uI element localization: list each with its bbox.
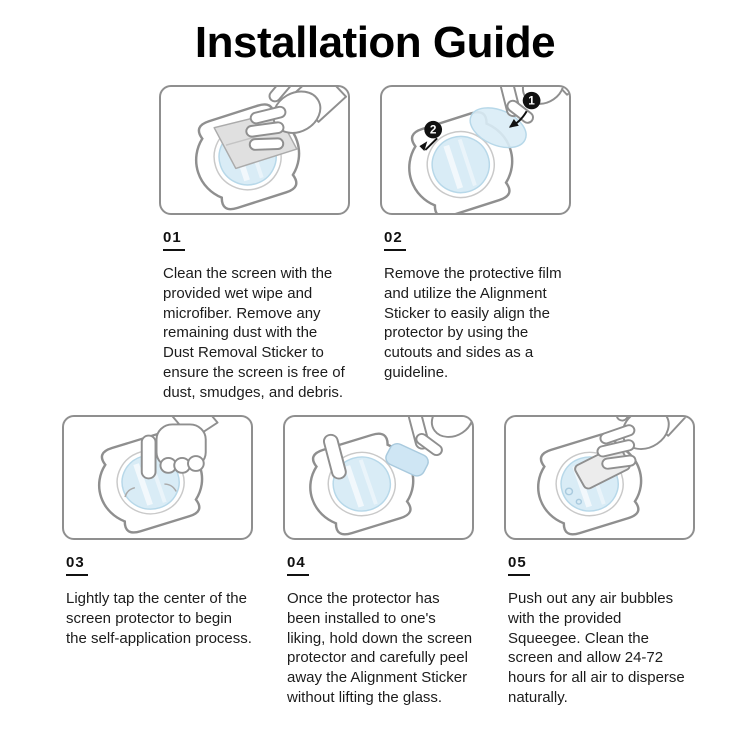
step-03-description: Lightly tap the center of the screen pro… (66, 590, 252, 647)
step-02: 1 2 02 Remove the protective film and ut… (380, 85, 571, 403)
step-05-number-label: 05 (508, 554, 530, 576)
illustration-step-04 (283, 415, 474, 540)
step-04-description: Once the protector has been installed to… (287, 590, 473, 706)
step-03: 03 Lightly tap the center of the screen … (62, 415, 253, 708)
hand-peeling-sticker-icon (406, 417, 472, 459)
step-03-number-label: 03 (66, 554, 88, 576)
steps-row-2: 03 Lightly tap the center of the screen … (62, 415, 695, 708)
step-05: 05 Push out any air bubbles with the pro… (504, 415, 695, 708)
illustration-step-02: 1 2 (380, 85, 571, 215)
illustration-step-03 (62, 415, 253, 540)
alignment-sticker-icon (385, 443, 429, 477)
badge-2-number: 2 (430, 124, 437, 137)
arrow-2-icon (424, 137, 438, 151)
illustration-step-05 (504, 415, 695, 540)
step-05-description: Push out any air bubbles with the provid… (508, 590, 685, 706)
step-05-number: 05 (508, 554, 695, 576)
tap-motion-lines (124, 483, 177, 498)
step-04-number-label: 04 (287, 554, 309, 576)
protective-film-icon (469, 107, 527, 149)
watch-protector-shape (298, 427, 425, 538)
hand-squeegee-icon (589, 417, 693, 471)
step-01: 01 Clean the screen with the provided we… (159, 85, 350, 403)
badge-1-number: 1 (528, 95, 535, 108)
badge-1-circle (522, 91, 541, 110)
air-bubble-icon (575, 498, 583, 505)
step-04-number: 04 (287, 554, 474, 576)
air-bubble-icon (564, 487, 574, 496)
steps-row-1: 01 Clean the screen with the provided we… (159, 85, 571, 403)
page-title: Installation Guide (194, 18, 556, 67)
illustration-step-01 (159, 85, 350, 215)
step-01-number-label: 01 (163, 229, 185, 251)
step-02-number: 02 (384, 229, 571, 251)
step-02-description: Remove the protective film and utilize t… (384, 265, 562, 381)
step-04: 04 Once the protector has been installed… (283, 415, 474, 708)
step-02-number-label: 02 (384, 229, 406, 251)
step-03-number: 03 (66, 554, 253, 576)
step-01-number: 01 (163, 229, 350, 251)
step-01-description: Clean the screen with the provided wet w… (163, 265, 345, 401)
hand-tapping-icon (140, 417, 219, 480)
badge-2-circle (424, 120, 443, 139)
